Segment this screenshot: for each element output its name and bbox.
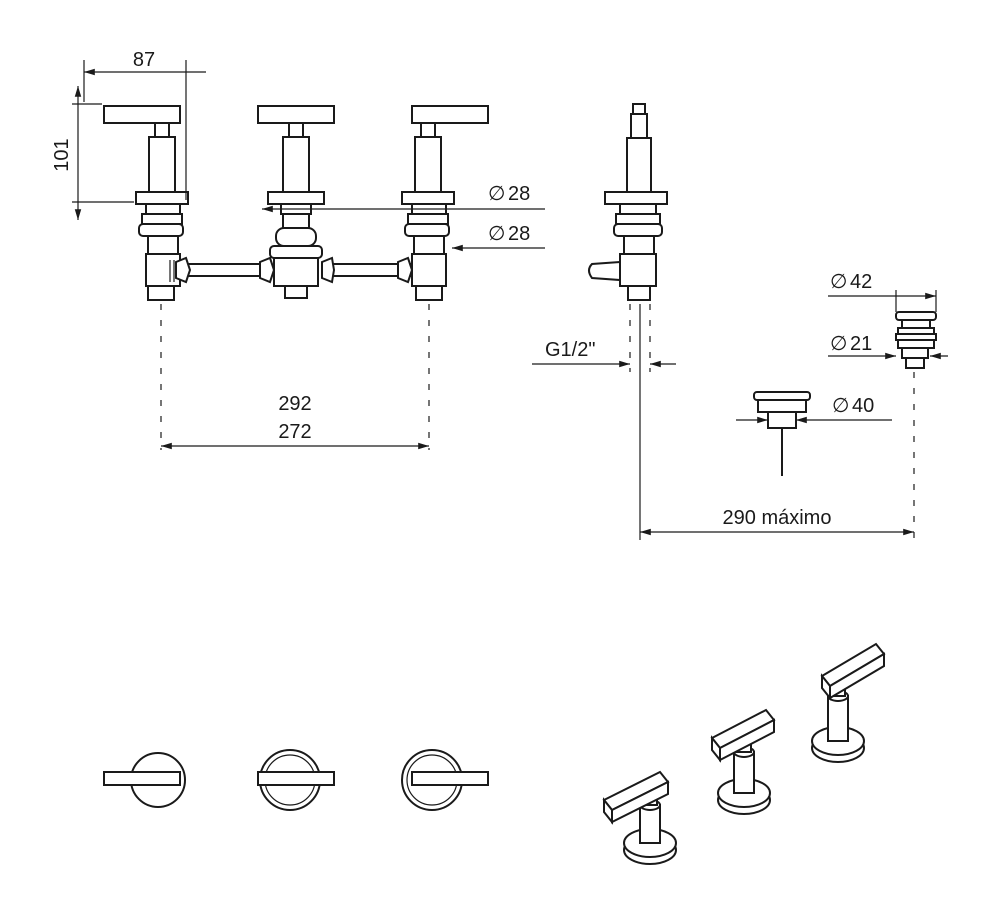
center-valve xyxy=(257,105,336,299)
dim-body-diameter-symbol: ∅ xyxy=(488,183,505,205)
left-valve xyxy=(103,105,192,301)
dim-handle-width: 87 xyxy=(133,49,155,71)
dim-body-diameter: 28 xyxy=(508,183,530,205)
dim-handle-height: 101 xyxy=(51,138,73,171)
dim-drain-cap: 42 xyxy=(850,271,872,293)
dim-spacing-min: 272 xyxy=(278,421,311,443)
dim-drain-stem-symbol: ∅ xyxy=(830,333,847,355)
dim-popup: 40 xyxy=(852,395,874,417)
top-view xyxy=(103,749,489,811)
top-handle-center xyxy=(257,749,335,811)
dim-popup-symbol: ∅ xyxy=(832,395,849,417)
dim-nut-diameter-symbol: ∅ xyxy=(488,223,505,245)
drain-cap: ∅ 42 ∅ 21 xyxy=(828,271,948,540)
iso-handle-2 xyxy=(710,708,776,815)
reach-dimension: 290 máximo xyxy=(640,507,914,536)
dim-spacing-max: 292 xyxy=(278,393,311,415)
right-handle-bar xyxy=(411,105,489,124)
dim-thread: G1/2" xyxy=(545,339,595,361)
top-handle-right xyxy=(401,749,489,811)
top-handle-left xyxy=(103,752,186,808)
isometric-view xyxy=(602,642,886,865)
dim-drain-stem: 21 xyxy=(850,333,872,355)
iso-handle-3 xyxy=(811,642,886,763)
center-handle-bar xyxy=(257,105,335,124)
popup-knob: ∅ 40 xyxy=(736,391,892,476)
dim-drain-cap-symbol: ∅ xyxy=(830,271,847,293)
dim-nut-diameter: 28 xyxy=(508,223,530,245)
iso-handle-1 xyxy=(602,770,677,865)
front-elevation: 87 101 ∅ 28 ∅ 28 292 272 xyxy=(51,49,545,450)
left-handle-bar xyxy=(103,105,181,124)
side-elevation: G1/2" xyxy=(532,103,676,540)
right-valve xyxy=(397,105,489,301)
dim-reach: 290 máximo xyxy=(723,507,832,529)
